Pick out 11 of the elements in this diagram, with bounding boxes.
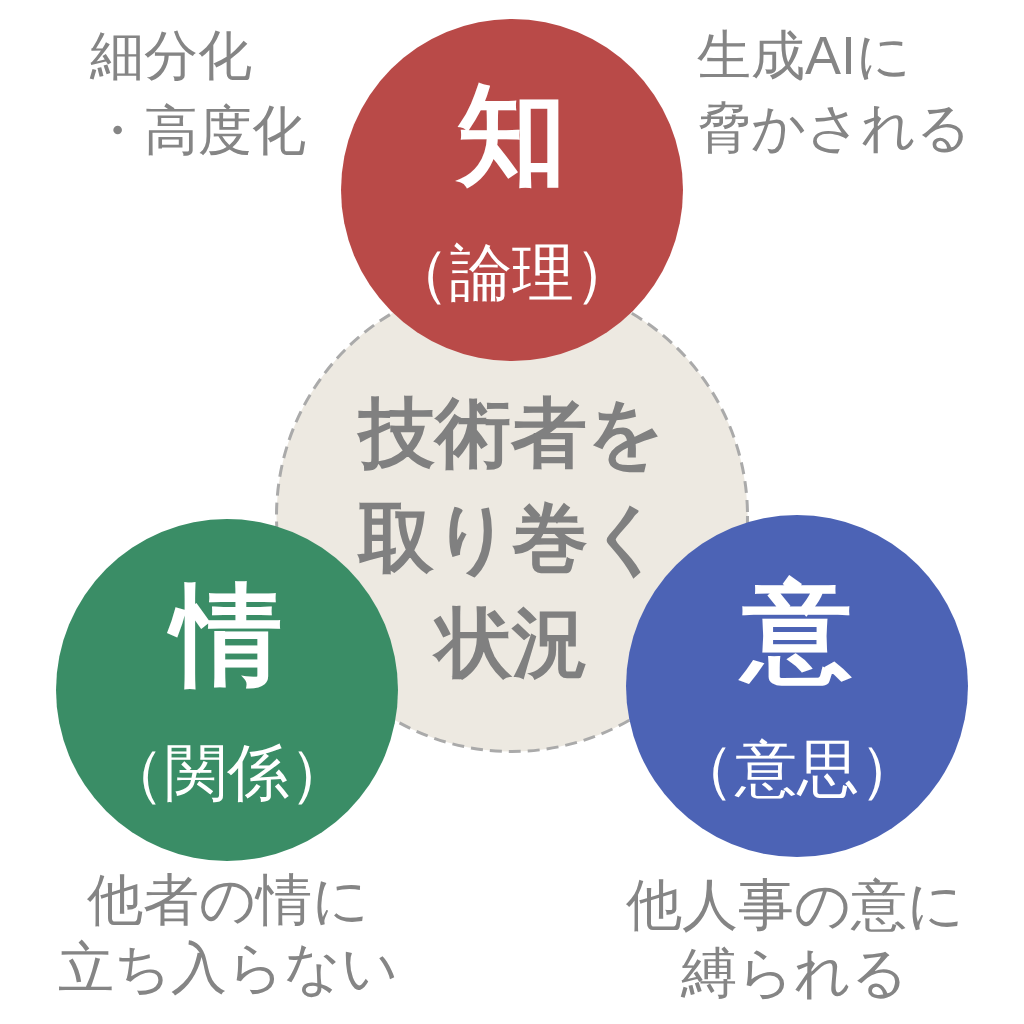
- annotation: 細分化・高度化: [90, 24, 307, 162]
- circle-subheading: （意思）: [672, 732, 922, 805]
- annotation: 他人事の意に縛られる: [625, 872, 965, 1006]
- annotation: 生成AIに脅かされる: [697, 24, 972, 159]
- circle-heading: 情: [162, 569, 292, 701]
- circle-subheading: （関係）: [102, 736, 352, 809]
- center-text: 技術者を取り巻く状況: [356, 388, 667, 687]
- circle-heading: 意: [732, 565, 862, 697]
- circle-heading: 知: [455, 72, 568, 198]
- annotation: 他者の情に立ち入らない: [57, 867, 399, 1001]
- circle-subheading: （論理）: [387, 236, 637, 309]
